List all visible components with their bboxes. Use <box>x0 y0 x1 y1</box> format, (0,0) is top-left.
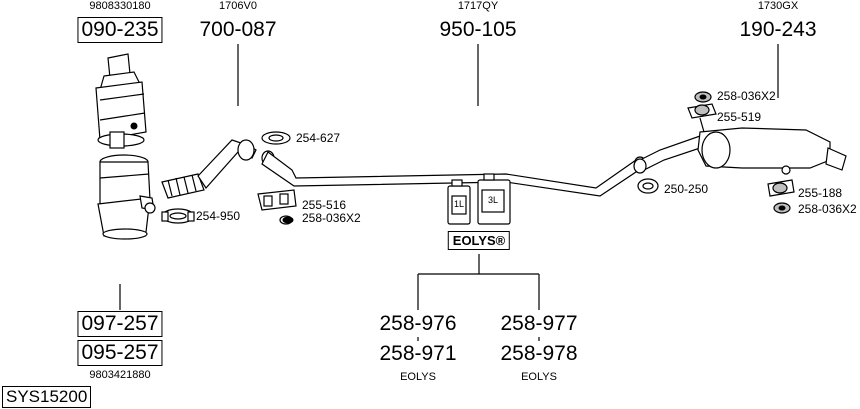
part-number-dpf-bottom-b[interactable]: 095-257 <box>77 340 163 366</box>
part-number-eolys-258-978[interactable]: 258-978 <box>500 342 578 365</box>
system-code-label: SYS15200 <box>2 386 92 408</box>
fitting-label-254-627[interactable]: 254-627 <box>296 131 341 145</box>
dpf-bottom-unit-drawing <box>97 154 156 240</box>
part-number-rear-silencer[interactable]: 190-243 <box>739 18 817 41</box>
oem-label-rear-silencer: 1730GX <box>757 0 799 12</box>
rear-silencer-drawing <box>633 127 847 175</box>
leader-lines <box>119 44 779 341</box>
fitting-label-258-036x2-front[interactable]: 258-036X2 <box>302 211 361 225</box>
oem-label-front-pipe: 1706V0 <box>219 0 257 12</box>
bracket-255-516-drawing <box>257 189 297 225</box>
fitting-label-258-036x2-bottom[interactable]: 258-036X2 <box>798 202 857 216</box>
bottle-label-3l: 3L <box>487 195 499 205</box>
bottle-label-1l: 1L <box>453 199 465 209</box>
bracket-255-188-drawing <box>767 179 795 197</box>
part-number-dpf-top[interactable]: 090-235 <box>77 17 163 43</box>
dpf-top-unit-drawing <box>95 53 147 149</box>
eolys-bottles-drawing <box>447 173 511 225</box>
part-number-front-pipe[interactable]: 700-087 <box>199 18 277 41</box>
fitting-label-255-519[interactable]: 255-519 <box>717 110 762 124</box>
fitting-label-255-188[interactable]: 255-188 <box>798 186 843 200</box>
eolys-caption-left: EOLYS <box>400 371 436 383</box>
fitting-label-258-036x2-top[interactable]: 258-036X2 <box>717 89 776 103</box>
nut-258-036x2-front-drawing <box>282 216 294 224</box>
eolys-caption-right: EOLYS <box>521 371 557 383</box>
part-number-eolys-258-977[interactable]: 258-977 <box>500 312 578 335</box>
part-number-eolys-258-976[interactable]: 258-976 <box>379 312 457 335</box>
part-number-eolys-258-971[interactable]: 258-971 <box>379 342 457 365</box>
hanger-258-036x2-top-drawing <box>694 91 712 103</box>
oem-label-dpf-bottom: 9803421880 <box>89 369 151 381</box>
part-number-mid-pipe[interactable]: 950-105 <box>439 18 517 41</box>
fitting-label-250-250[interactable]: 250-250 <box>664 182 709 196</box>
gasket-254-627-drawing <box>261 131 291 145</box>
front-pipe-drawing <box>161 139 257 199</box>
fitting-label-254-950[interactable]: 254-950 <box>196 209 241 223</box>
clamp-250-250-drawing <box>637 178 659 194</box>
fitting-label-255-516[interactable]: 255-516 <box>302 198 347 212</box>
oem-label-dpf-top: 9808330180 <box>89 0 151 12</box>
oem-label-mid-pipe: 1717QY <box>457 0 499 12</box>
hanger-258-036x2-bottom-drawing <box>773 202 791 214</box>
eolys-brand-badge: EOLYS® <box>447 231 511 250</box>
clamp-254-950-drawing <box>161 208 195 224</box>
part-number-dpf-bottom-a[interactable]: 097-257 <box>77 311 163 337</box>
bracket-255-519-drawing <box>687 103 717 133</box>
